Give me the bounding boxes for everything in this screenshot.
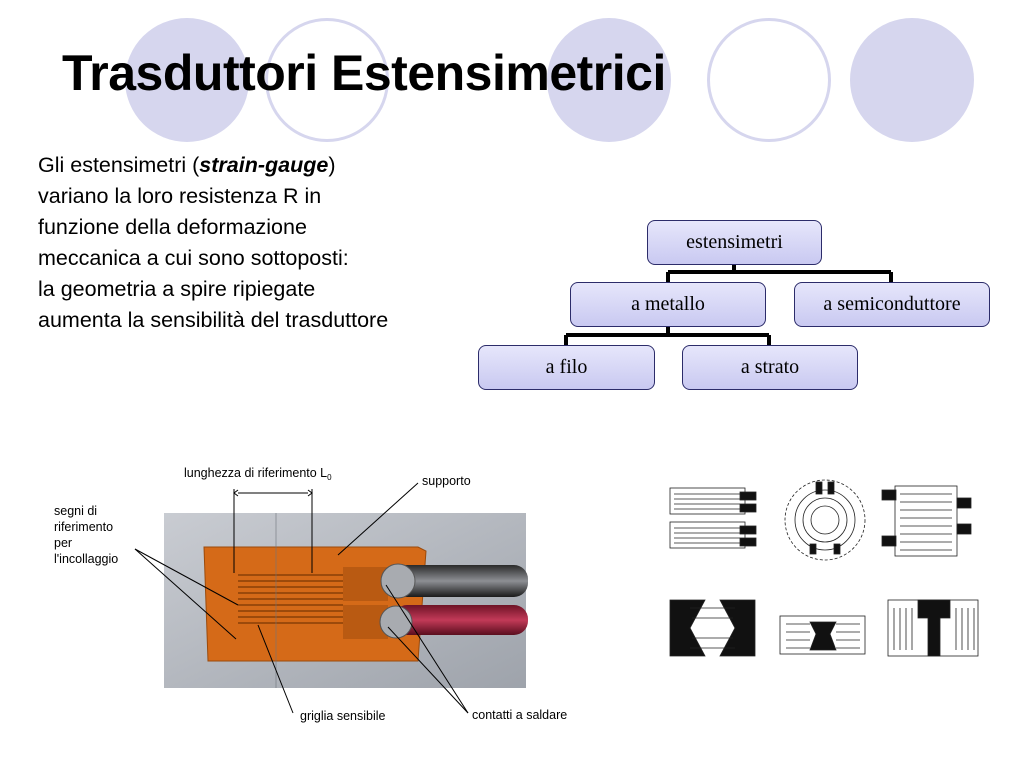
pattern-circular bbox=[784, 479, 866, 561]
body-line: funzione della deformazione bbox=[38, 215, 307, 239]
pattern-flat bbox=[779, 615, 866, 655]
annotation-lines bbox=[134, 482, 469, 714]
decorative-ring bbox=[265, 18, 389, 142]
strain-gauge-patterns bbox=[669, 479, 979, 657]
label-griglia: griglia sensibile bbox=[300, 709, 386, 723]
pattern-tee bbox=[887, 599, 979, 657]
org-node-a-strato: a strato bbox=[682, 345, 858, 390]
sensing-grid bbox=[238, 574, 343, 624]
strain-gauge-term: strain-gauge bbox=[199, 153, 329, 177]
label-segni-3: per bbox=[54, 536, 72, 550]
label-segni-4: l'incollaggio bbox=[54, 552, 118, 566]
pattern-linear-double bbox=[669, 487, 757, 549]
pattern-multi-grid bbox=[881, 485, 972, 557]
body-line: Gli estensimetri (strain-gauge) bbox=[38, 153, 336, 177]
decorative-circle bbox=[547, 18, 671, 142]
decorative-circle bbox=[850, 18, 974, 142]
body-line: meccanica a cui sono sottoposti: bbox=[38, 246, 349, 270]
cable-red bbox=[393, 605, 528, 635]
body-text: Gli estensimetri (strain-gauge) variano … bbox=[38, 150, 468, 336]
body-line: aumenta la sensibilità del trasduttore bbox=[38, 308, 389, 332]
org-node-a-semiconduttore: a semiconduttore bbox=[794, 282, 990, 327]
solder-joint bbox=[379, 605, 413, 639]
decorative-circle bbox=[125, 18, 249, 142]
slide-title: Trasduttori Estensimetrici bbox=[62, 45, 666, 101]
label-lunghezza: lunghezza di riferimento L0 bbox=[184, 466, 332, 482]
label-contatti: contatti a saldare bbox=[472, 708, 567, 722]
decorative-ring bbox=[707, 18, 831, 142]
cable-black bbox=[393, 565, 528, 597]
org-node-estensimetri: estensimetri bbox=[647, 220, 822, 265]
body-line: la geometria a spire ripiegate bbox=[38, 277, 316, 301]
label-segni-2: riferimento bbox=[54, 520, 113, 534]
label-supporto: supporto bbox=[422, 474, 471, 488]
orange-carrier bbox=[203, 546, 427, 662]
org-node-a-metallo: a metallo bbox=[570, 282, 766, 327]
pattern-chevron bbox=[669, 599, 756, 657]
solder-pad bbox=[343, 567, 388, 601]
body-line: variano la loro resistenza R in bbox=[38, 184, 322, 208]
solder-joint bbox=[380, 563, 416, 599]
strain-gauge-photo: segni di riferimento per l'incollaggio l… bbox=[54, 466, 567, 723]
label-segni-1: segni di bbox=[54, 504, 97, 518]
org-node-a-filo: a filo bbox=[478, 345, 655, 390]
